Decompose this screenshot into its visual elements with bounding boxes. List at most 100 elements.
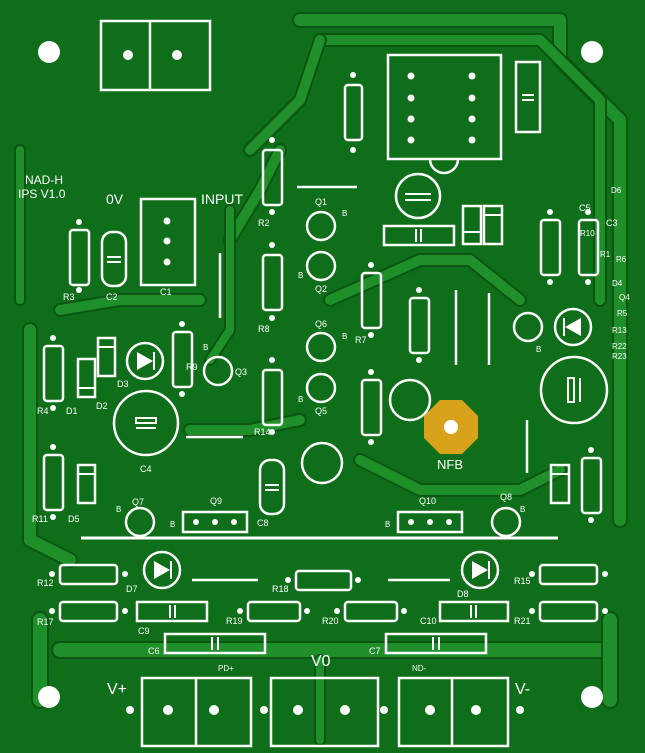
label-q7: Q7 (132, 497, 144, 507)
resistor-r14: R14 (254, 357, 284, 437)
ic-socket (386, 53, 503, 175)
label-c7: C7 (369, 646, 381, 656)
capacitor-c7: C7 (369, 632, 488, 656)
board-title-line2: IPS V1.0 (18, 187, 66, 201)
label-q2-base: B (298, 271, 303, 280)
label-r12: R12 (37, 578, 54, 588)
label-r23: R23 (612, 352, 627, 361)
right-labels: R6 R1 R5 R13 R22 R23 (600, 250, 628, 361)
transistor-q6: Q6 B (305, 319, 347, 363)
label-d7: D7 (126, 584, 138, 594)
label-q5: Q5 (315, 406, 327, 416)
transistor-q8: Q8 B (490, 492, 525, 538)
led-d3: D3 (117, 341, 165, 389)
resistor-r20: R20 (322, 600, 407, 626)
label-r1: R1 (600, 250, 611, 259)
label-r17: R17 (37, 617, 54, 627)
label-vplus: V+ (107, 681, 127, 698)
label-q8: Q8 (500, 492, 512, 502)
label-c10: C10 (420, 616, 437, 626)
label-c8: C8 (257, 518, 269, 528)
mounting-hole-bottom-left (38, 686, 60, 708)
label-r20: R20 (322, 616, 339, 626)
transistor-large-1 (388, 378, 432, 422)
label-q10-base: B (385, 520, 390, 529)
mounting-hole-top-right (581, 41, 603, 63)
diode-d-right (549, 463, 571, 505)
connector-vplus (126, 676, 268, 748)
top-connector (99, 19, 212, 92)
resistors-horizontal: R12 R17 R18 R19 R20 R15 (37, 563, 608, 627)
resistor-r7: R7 (355, 262, 383, 345)
label-nfb: NFB (437, 457, 463, 472)
label-q9-base: B (170, 520, 175, 529)
transistor-q1: Q1 B (305, 197, 347, 242)
resistor-r5 (408, 287, 431, 363)
capacitor-c4: C4 (112, 389, 180, 474)
resistor-r9: R9 (171, 321, 198, 397)
resistor-r12: R12 (37, 563, 128, 588)
resistor-r13: R10 (577, 209, 600, 285)
label-r19: R19 (226, 616, 243, 626)
label-r9: R9 (186, 362, 198, 372)
led-d7: D7 (126, 550, 182, 594)
mounting-hole-bottom-right (581, 686, 603, 708)
transistor-q7: Q7 B (116, 497, 156, 538)
label-r2: R2 (258, 218, 270, 228)
diode-d1: D1 (66, 357, 97, 416)
power-connectors: V+ V0 V- PD+ ND- (107, 653, 530, 748)
connector-v0 (269, 676, 388, 748)
label-d8: D8 (457, 589, 469, 599)
capacitor-c10: C10 (420, 600, 510, 626)
label-input: INPUT (201, 191, 243, 207)
label-c4: C4 (140, 464, 152, 474)
diode-d4: D4 (482, 204, 623, 288)
input-connector-c1: C1 (139, 197, 197, 297)
label-d4: D4 (612, 279, 623, 288)
label-q4-base: B (536, 345, 541, 354)
label-r3: R3 (63, 292, 75, 302)
capacitor-c-top (394, 172, 442, 220)
diode-d5: D5 (68, 463, 97, 524)
capacitor-c-right (539, 355, 609, 425)
leds: D3 D7 D8 (117, 307, 593, 599)
mounting-hole-top-left (38, 41, 60, 63)
label-d5: D5 (68, 514, 80, 524)
label-q1: Q1 (315, 197, 327, 207)
resistor-r15: R15 (514, 563, 608, 586)
label-c3: C3 (606, 218, 618, 228)
transistors: Q1 B Q2 B Q6 B Q5 B Q3 B Q4 B (116, 197, 630, 538)
led-d-right (553, 307, 593, 347)
resistor-r4: R4 (37, 335, 65, 416)
transistor-q4: Q4 B (512, 293, 630, 354)
label-r11: R11 (32, 514, 48, 524)
resistor-r18: R18 (272, 569, 361, 594)
resistor-r17: R17 (37, 600, 128, 627)
label-r7: R7 (355, 335, 367, 345)
label-q8-base: B (520, 505, 525, 514)
resistor-r3: R3 (63, 219, 91, 302)
transistor-q10: Q10 B (385, 496, 464, 534)
capacitor-c6: C6 (148, 632, 267, 656)
label-q4: Q4 (619, 293, 630, 302)
diode-d2: D2 (96, 336, 117, 411)
transistor-q3: Q3 B (202, 343, 247, 387)
resistor-r22 (580, 447, 603, 523)
label-r22: R22 (612, 342, 627, 351)
label-r4: R4 (37, 406, 49, 416)
connector-vminus (397, 676, 524, 748)
label-c6: C6 (148, 646, 160, 656)
label-r21: R21 (514, 616, 531, 626)
label-q3-base: B (203, 343, 208, 352)
label-r10: R10 (580, 229, 595, 238)
capacitor-c5: C5 (382, 203, 591, 247)
transistor-q2: Q2 B (298, 250, 337, 294)
label-d3: D3 (117, 379, 129, 389)
label-v0: V0 (311, 653, 331, 670)
label-q7-base: B (116, 505, 121, 514)
label-r6: R6 (616, 255, 627, 264)
resistor-r6 (360, 369, 383, 445)
resistor-r2: R2 (258, 137, 284, 228)
label-q6-base: B (342, 332, 347, 341)
resistors: R2 R8 R14 R3 R4 R9 R (32, 72, 603, 524)
